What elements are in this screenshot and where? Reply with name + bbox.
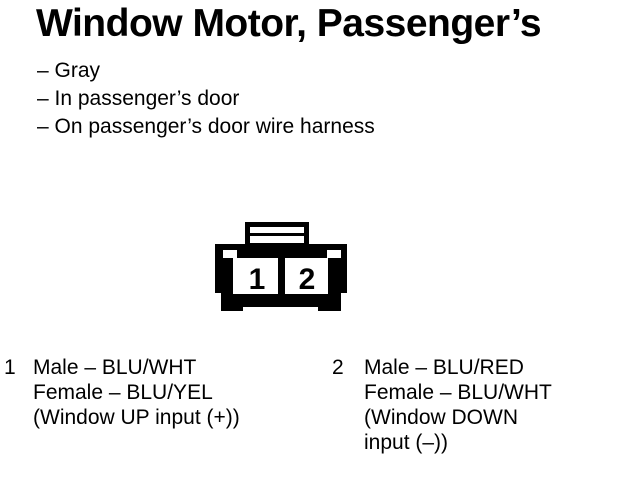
note-harness: – On passenger’s door wire harness bbox=[37, 115, 375, 138]
body-notch-left bbox=[223, 250, 237, 258]
note-color: – Gray bbox=[37, 59, 101, 82]
legend-pin-1-number: 1 bbox=[4, 356, 16, 379]
pin-cavity-2 bbox=[285, 258, 328, 294]
pin-1-male-wire: Male – BLU/WHT bbox=[33, 356, 197, 379]
pin-2-function-line-1: (Window DOWN bbox=[364, 406, 519, 429]
pin-2-number: 2 bbox=[299, 263, 316, 296]
pin-2-male-wire: Male – BLU/RED bbox=[364, 356, 524, 379]
body-notch-right bbox=[327, 250, 341, 258]
pin-1-female-wire: Female – BLU/YEL bbox=[33, 381, 213, 404]
lock-tab-slot bbox=[250, 236, 304, 243]
pin-cavity-1 bbox=[233, 258, 278, 294]
pin-2-female-wire: Female – BLU/WHT bbox=[364, 381, 552, 404]
pin-1-function: (Window UP input (+)) bbox=[33, 406, 240, 429]
page-title: Window Motor, Passenger’s bbox=[36, 2, 542, 45]
pin-2-function-line-2: input (–)) bbox=[364, 431, 449, 454]
legend-pin-2-description: Male – BLU/RED Female – BLU/WHT (Window … bbox=[364, 355, 552, 455]
connector-diagram: 1 2 bbox=[215, 222, 347, 311]
connector-notes: – Gray – In passenger’s door – On passen… bbox=[37, 57, 375, 141]
legend-pin-1-description: Male – BLU/WHT Female – BLU/YEL (Window … bbox=[33, 355, 240, 430]
lock-tab-slot bbox=[250, 227, 304, 233]
note-location: – In passenger’s door bbox=[37, 87, 240, 110]
pin-1-number: 1 bbox=[249, 263, 266, 296]
legend-pin-2-number: 2 bbox=[332, 356, 344, 379]
